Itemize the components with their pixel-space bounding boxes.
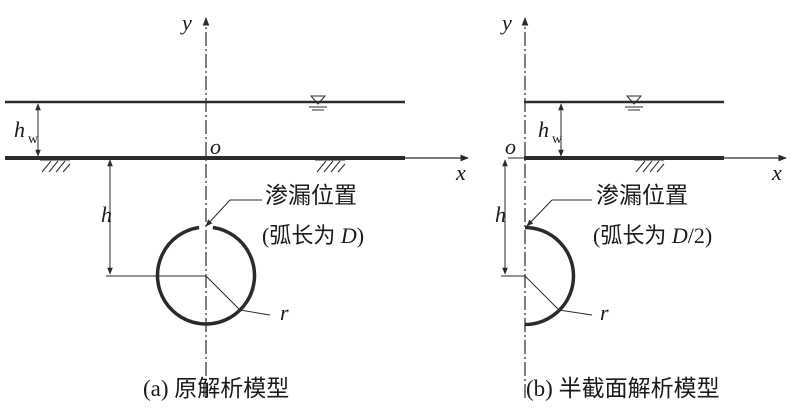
radius-label-b: r — [600, 300, 609, 325]
water-level-icon — [625, 95, 643, 111]
origin-label-a: o — [210, 134, 221, 159]
hw-sub-b: w — [552, 132, 563, 147]
radius-label-a: r — [280, 300, 289, 325]
leak-label-line2-a: (弧长为 D) — [262, 223, 364, 248]
radius-line-b — [524, 275, 560, 311]
x-axis-label-b: x — [771, 160, 782, 185]
caption-a: (a) 原解析模型 — [143, 376, 289, 401]
soil-hatch-icon — [634, 159, 665, 173]
x-axis-label-a: x — [455, 160, 466, 185]
panel-b: y x o h w h — [495, 10, 787, 401]
y-axis-label-a: y — [180, 10, 192, 35]
leak-label-line1-b: 渗漏位置 — [596, 183, 688, 208]
h-label-a: h — [101, 202, 112, 227]
hw-label-b: h — [538, 117, 549, 142]
origin-label-b: o — [505, 134, 516, 159]
radius-leader-a — [239, 309, 271, 316]
panel-a: y x o h w — [5, 10, 469, 401]
leak-leader-b — [526, 199, 553, 227]
hw-sub-a: w — [28, 132, 39, 147]
hw-label-a: h — [14, 117, 25, 142]
radius-line-a — [205, 275, 241, 311]
soil-hatch-icon — [40, 159, 346, 173]
leak-label-line1-a: 渗漏位置 — [265, 183, 357, 208]
caption-b: (b) 半截面解析模型 — [526, 376, 720, 401]
water-level-icon — [309, 95, 327, 111]
pipe-half-b — [524, 225, 576, 327]
pipe-circle-a — [155, 225, 257, 326]
radius-leader-b — [558, 309, 593, 316]
leak-leader-a — [205, 199, 231, 227]
y-axis-label-b: y — [500, 10, 512, 35]
leak-label-line2-b: (弧长为 D/2) — [593, 223, 712, 248]
h-label-b: h — [495, 202, 506, 227]
